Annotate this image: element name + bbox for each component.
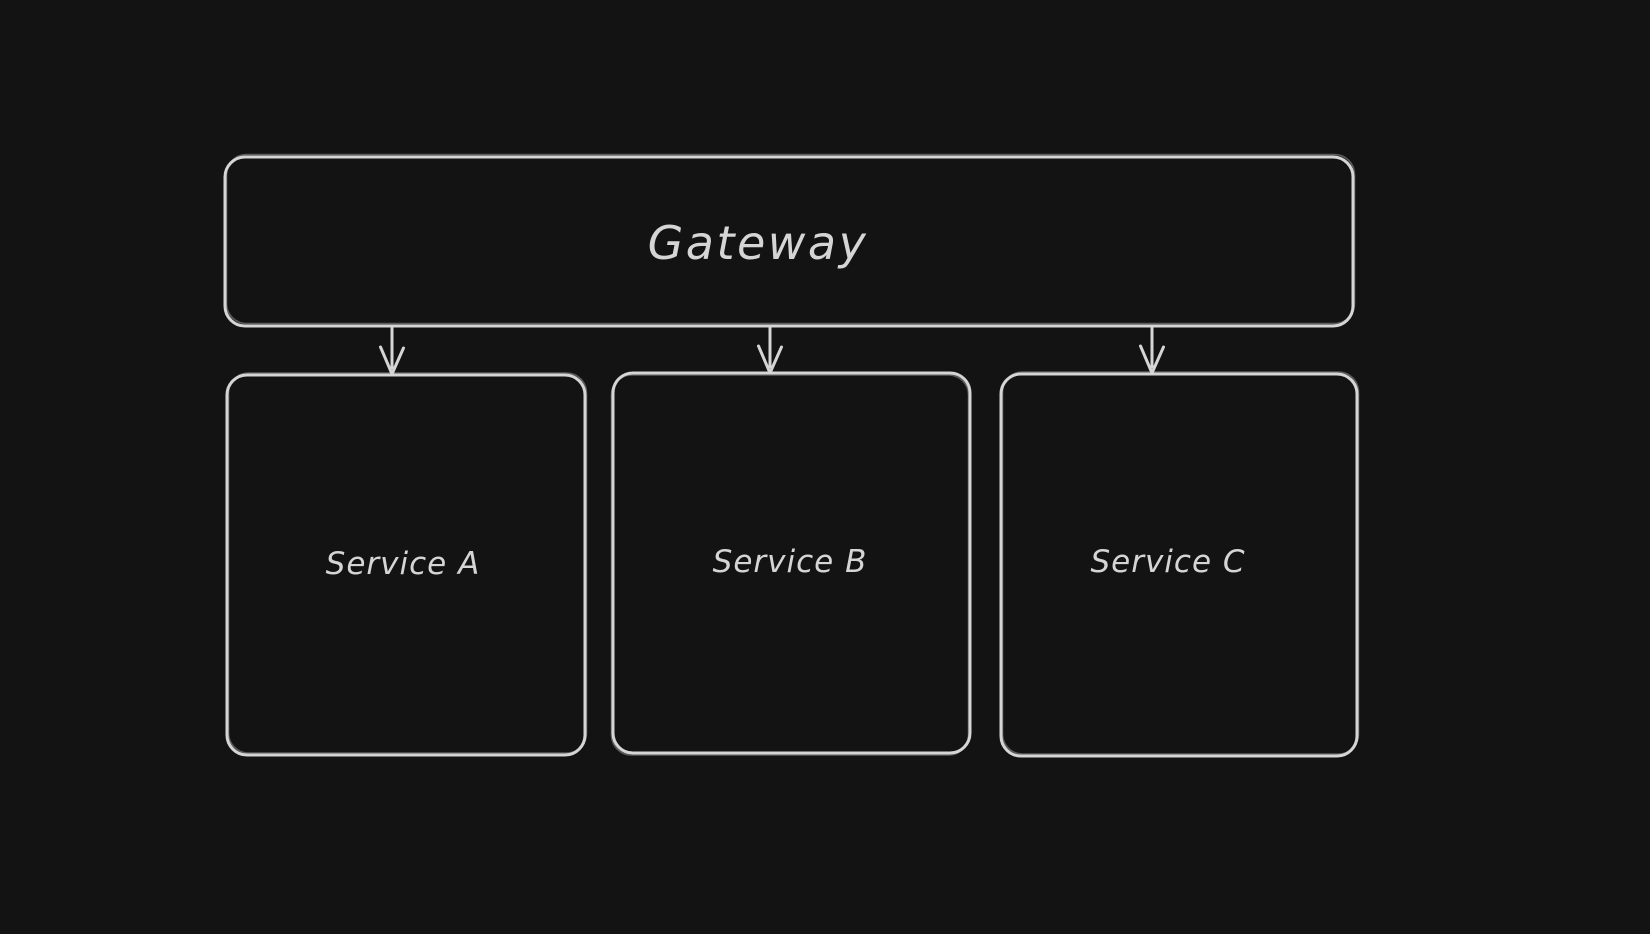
node-service-b[interactable]: Service B	[610, 371, 972, 756]
edge-gateway-to-service-c[interactable]	[1139, 325, 1165, 375]
node-gateway-label: Gateway	[648, 216, 869, 270]
node-service-c-label: Service C	[1090, 544, 1245, 580]
node-service-c-shape[interactable]	[999, 372, 1359, 758]
node-gateway[interactable]: Gateway	[223, 153, 1356, 328]
node-gateway-shape[interactable]	[223, 155, 1355, 328]
node-service-a-label: Service A	[326, 546, 481, 582]
node-service-b-shape[interactable]	[611, 371, 972, 755]
edge-gateway-to-service-a[interactable]	[379, 326, 405, 376]
node-service-a-shape[interactable]	[225, 373, 587, 757]
node-service-c[interactable]: Service C	[999, 371, 1360, 758]
edge-gateway-to-service-b[interactable]	[757, 325, 783, 375]
node-service-b-label: Service B	[713, 544, 868, 580]
node-service-a[interactable]: Service A	[225, 372, 588, 757]
